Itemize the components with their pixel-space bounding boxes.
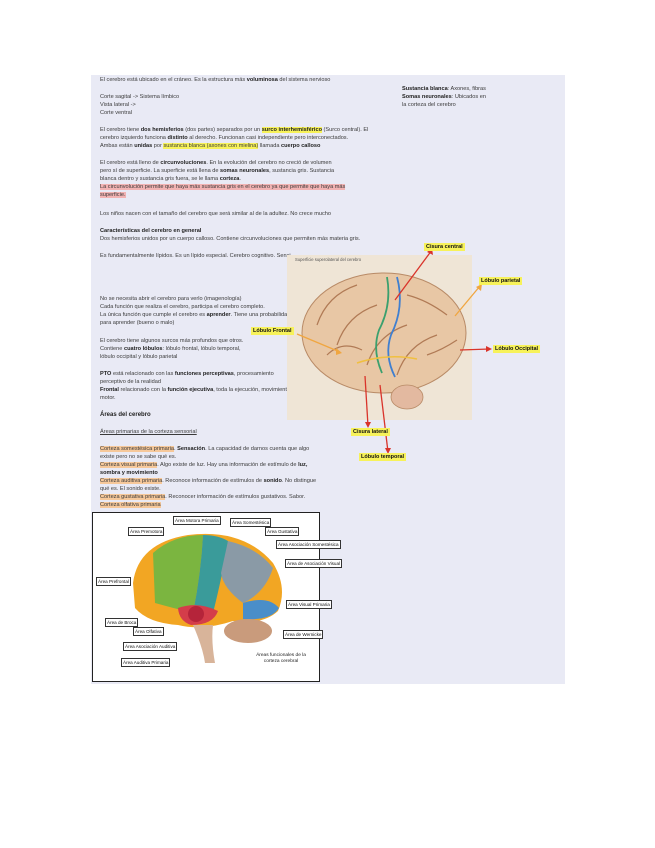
label-area-asociacion-visual: Área de Asociación Visual: [285, 559, 343, 568]
note-line: Cada función que realiza el cerebro, par…: [100, 304, 265, 310]
note-line: superficie.: [100, 192, 126, 198]
note-line: PTO está relacionado con las funciones p…: [100, 371, 274, 377]
note-line: Vista lateral ->: [100, 102, 136, 108]
label-area-somestesica: Área Somestésica: [230, 518, 272, 527]
label-area-olfativa: Área Olfativa: [133, 627, 164, 636]
side-note-line: Somas neuronales: Ubicados en: [402, 94, 486, 100]
note-line: para aprender (bueno o malo): [100, 320, 175, 326]
label-area-motora: Área Motora Primaria: [173, 516, 221, 525]
label-area-premotora: Área Premotora: [128, 527, 165, 536]
note-line: Dos hemisferios unidos por un cuerpo cal…: [100, 236, 361, 242]
note-line: La circunvolución permite que haya más s…: [100, 184, 346, 190]
note-line: motor.: [100, 395, 116, 401]
note-line: Corteza visual primaria. Algo existe de …: [100, 462, 308, 468]
note-line: blanca dentro y sustancia gris fuera, se…: [100, 176, 241, 182]
label-area-asociacion-somestesica: Área Asociación Somestésica: [276, 540, 341, 549]
note-line: perceptivo de la realidad: [100, 379, 161, 385]
figure-caption: Áreas funcionales de la corteza cerebral: [256, 653, 306, 664]
functional-areas-figure: Área Motora Primaria Área Somestésica Ár…: [92, 512, 343, 682]
label-area-gustativa: Área Gustativa: [265, 527, 300, 536]
label-area-auditiva-primaria: Área Auditiva Primaria: [121, 658, 171, 667]
note-line: Los niños nacen con el tamaño del cerebr…: [100, 211, 332, 217]
note-line: El cerebro tiene dos hemisferios (dos pa…: [100, 127, 369, 133]
label-cisura-central: Cisura central: [424, 243, 465, 251]
note-line: Corteza somestésica primaria. Sensación.…: [100, 446, 310, 452]
note-line: La única función que cumple el cerebro e…: [100, 312, 291, 318]
note-line: Corte ventral: [100, 110, 133, 116]
functional-areas-illustration: [133, 533, 282, 663]
note-line: El cerebro está ubicado en el cráneo. Es…: [100, 77, 331, 83]
subsection-heading: Áreas primarias de la corteza sensorial: [100, 429, 197, 435]
note-line: cerebro izquierdo funciona distinto al d…: [100, 135, 349, 141]
note-line: No se necesita abrir el cerebro para ver…: [100, 296, 242, 302]
label-area-asociacion-auditiva: Área Asociación Auditiva: [123, 642, 178, 651]
section-heading: Características del cerebro en general: [100, 228, 202, 234]
note-line: existe pero no se sabe qué es.: [100, 454, 177, 460]
label-lobulo-occipital: Lóbulo Occipital: [493, 345, 541, 353]
label-area-wernicke: Área de Wernicke: [283, 630, 324, 639]
note-line: Frontal relacionado con la función ejecu…: [100, 387, 290, 393]
section-heading: Áreas del cerebro: [100, 412, 151, 418]
side-note-line: la corteza del cerebro: [402, 102, 456, 108]
figure-header: Superficie superolateral del cerebro: [295, 257, 362, 262]
brain-lateral-figure: Superficie superolateral del cerebro: [287, 255, 472, 420]
note-line: Es fundamentalmente lípidos. Es un lípid…: [100, 253, 291, 259]
note-line: El cerebro tiene algunos surcos más prof…: [100, 338, 244, 344]
note-line: El cerebro está lleno de circunvolucione…: [100, 160, 332, 166]
note-line: Corteza auditiva primaria. Reconoce info…: [100, 478, 317, 484]
label-lobulo-frontal: Lóbulo Frontal: [251, 327, 294, 335]
side-note-line: Sustancia blanca: Axones, fibras: [402, 86, 486, 92]
note-line: Corteza gustativa primaria. Reconocer in…: [100, 494, 306, 500]
note-line: Corteza olfativa primaria: [100, 502, 161, 508]
label-lobulo-temporal: Lóbulo temporal: [359, 453, 407, 461]
note-line: Corte sagital -> Sistema límbico: [100, 94, 180, 100]
label-lobulo-parietal: Lóbulo parietal: [479, 277, 523, 285]
note-line: sombra y movimiento: [100, 470, 158, 476]
note-line: lóbulo occipital y lóbulo parietal: [100, 354, 178, 360]
note-line: Contiene cuatro lóbulos: lóbulo frontal,…: [100, 346, 241, 352]
label-area-prefrontal: Área Prefrontal: [96, 577, 131, 586]
brain-lateral-illustration: [291, 257, 467, 410]
note-line: qué es. El sonido existe.: [100, 486, 161, 492]
note-line: Ambas están unidas por sustancia blanca …: [100, 143, 321, 149]
label-area-broca: Área de Broca: [105, 618, 139, 627]
note-line: pero sí de superficie. La superficie est…: [100, 168, 335, 174]
label-cisura-lateral: Cisura lateral: [351, 428, 390, 436]
label-area-visual-primaria: Área Visual Primaria: [286, 600, 332, 609]
